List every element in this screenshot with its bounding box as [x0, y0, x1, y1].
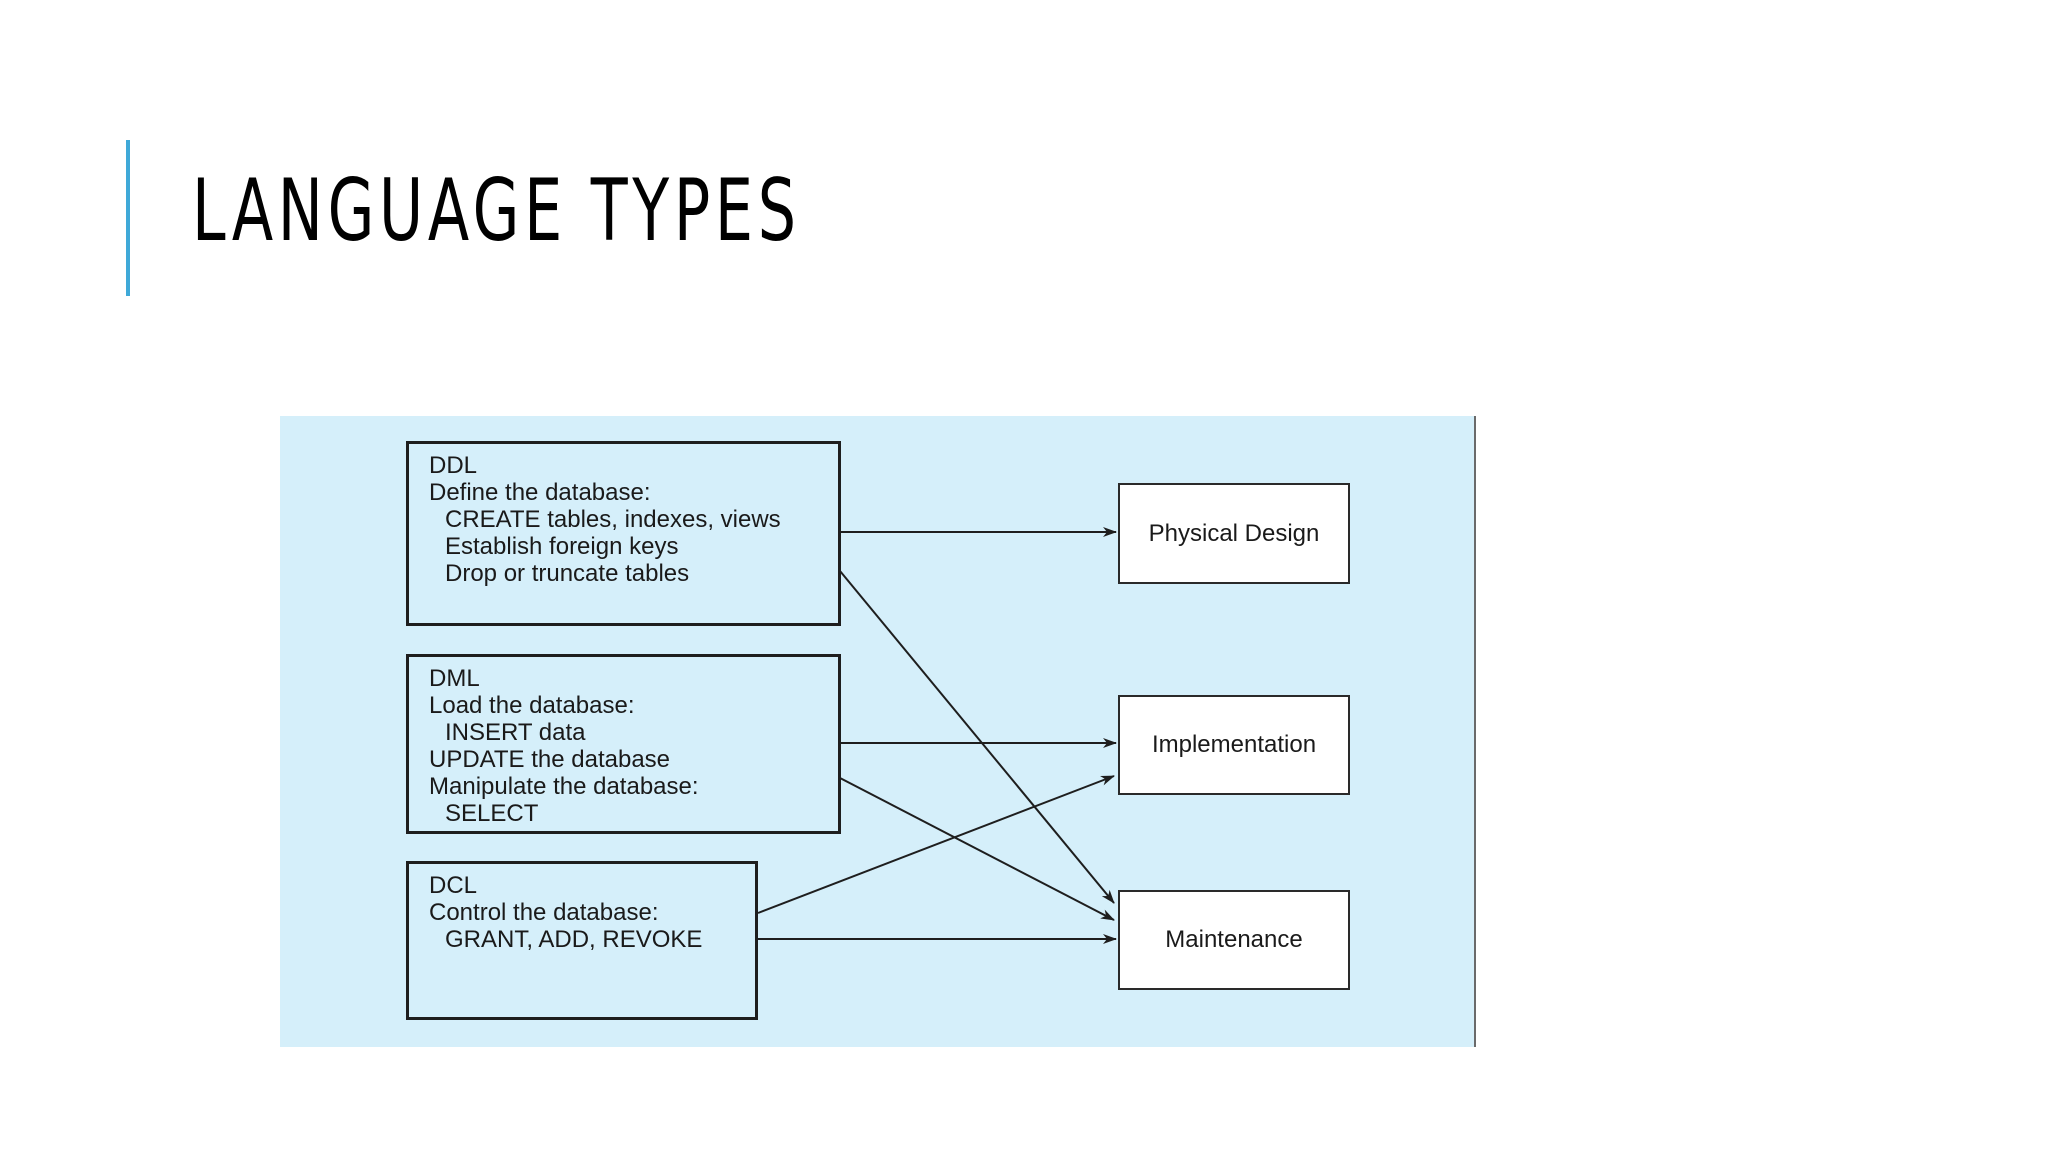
- dml-line: INSERT data: [445, 719, 586, 746]
- ddl-line: DDL: [429, 452, 478, 479]
- dml-line: UPDATE the database: [429, 746, 671, 773]
- dcl-line: DCL: [429, 872, 478, 899]
- dml-line: Manipulate the database:: [429, 773, 699, 800]
- dml-line: SELECT: [445, 800, 539, 827]
- arrow-dcl-to-implementation: [757, 775, 1115, 914]
- implementation-box: Implementation: [1118, 695, 1350, 795]
- arrow-dml-to-maintenance: [839, 777, 1115, 921]
- ddl-line: CREATE tables, indexes, views: [445, 506, 781, 533]
- dml-line: Load the database:: [429, 692, 635, 719]
- implementation-label: Implementation: [1151, 731, 1317, 758]
- ddl-line: Drop or truncate tables: [445, 560, 690, 587]
- connector-arrows: [757, 527, 1117, 944]
- physical-design-box: Physical Design: [1118, 483, 1350, 584]
- maintenance-label: Maintenance: [1165, 926, 1303, 953]
- dcl-line: GRANT, ADD, REVOKE: [445, 926, 703, 953]
- ddl-line: Define the database:: [429, 479, 651, 506]
- maintenance-box: Maintenance: [1118, 890, 1350, 990]
- title-accent-bar: [126, 140, 130, 296]
- ddl-line: Establish foreign keys: [445, 533, 679, 560]
- dcl-line: Control the database:: [429, 899, 659, 926]
- slide-title: LANGUAGE TYPES: [192, 161, 801, 261]
- dml-line: DML: [429, 665, 480, 692]
- physical-design-label: Physical Design: [1148, 519, 1320, 547]
- arrow-ddl-to-maintenance: [839, 570, 1115, 904]
